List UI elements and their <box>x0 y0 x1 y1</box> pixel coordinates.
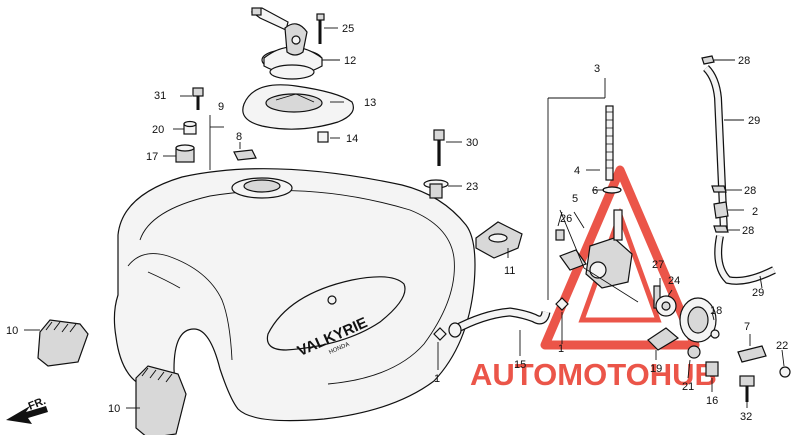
callout-12: 12 <box>344 55 356 67</box>
callout-20: 20 <box>152 124 164 136</box>
callout-13: 13 <box>364 97 376 109</box>
callout-22: 22 <box>776 340 788 352</box>
callout-6: 6 <box>592 185 598 197</box>
callout-11: 11 <box>504 265 515 277</box>
callout-5: 5 <box>572 193 578 205</box>
side-pads <box>24 319 187 435</box>
callout-10-upper: 10 <box>6 325 18 337</box>
fuel-tank: VALKYRIE HONDA <box>113 168 476 422</box>
callout-19: 19 <box>650 363 662 375</box>
callout-24: 24 <box>668 275 680 287</box>
callout-7: 7 <box>744 321 750 333</box>
callout-30: 30 <box>466 137 478 149</box>
callout-labels: 25 12 13 31 9 20 8 17 14 30 23 11 3 4 6 … <box>6 23 788 423</box>
fuel-hose-group <box>701 55 776 289</box>
callout-25: 25 <box>342 23 354 35</box>
watermark-text: AUTOMOTOHUB <box>470 357 717 392</box>
callout-3: 3 <box>594 63 600 75</box>
callout-10-lower: 10 <box>108 403 120 415</box>
callout-1-right: 1 <box>558 343 564 355</box>
callout-21: 21 <box>682 381 694 393</box>
callout-28-top: 28 <box>738 55 750 67</box>
callout-27: 27 <box>652 259 664 271</box>
callout-23: 23 <box>466 181 478 193</box>
front-direction-marker: FR. <box>6 395 48 424</box>
callout-15: 15 <box>514 359 526 371</box>
callout-1-left: 1 <box>434 373 440 385</box>
callout-29-top: 29 <box>748 115 760 127</box>
callout-2: 2 <box>752 206 758 218</box>
callout-16: 16 <box>706 395 718 407</box>
callout-18: 18 <box>710 305 722 317</box>
callout-29-low: 29 <box>752 287 764 299</box>
callout-4: 4 <box>574 165 580 177</box>
callout-31: 31 <box>154 90 166 102</box>
callout-9: 9 <box>218 101 224 113</box>
callout-26: 26 <box>560 213 572 225</box>
fuel-valve-assembly <box>547 78 639 303</box>
callout-28-mid: 28 <box>744 185 756 197</box>
mount-hardware-left <box>163 87 257 170</box>
callout-17: 17 <box>146 151 158 163</box>
callout-14: 14 <box>346 133 358 145</box>
rear-mount-hardware <box>317 129 523 259</box>
lower-right-hardware <box>647 278 791 408</box>
overflow-tube <box>433 297 569 370</box>
callout-32: 32 <box>740 411 752 423</box>
callout-28-low: 28 <box>742 225 754 237</box>
callout-8: 8 <box>236 131 242 143</box>
fuel-cap-group <box>242 7 354 130</box>
